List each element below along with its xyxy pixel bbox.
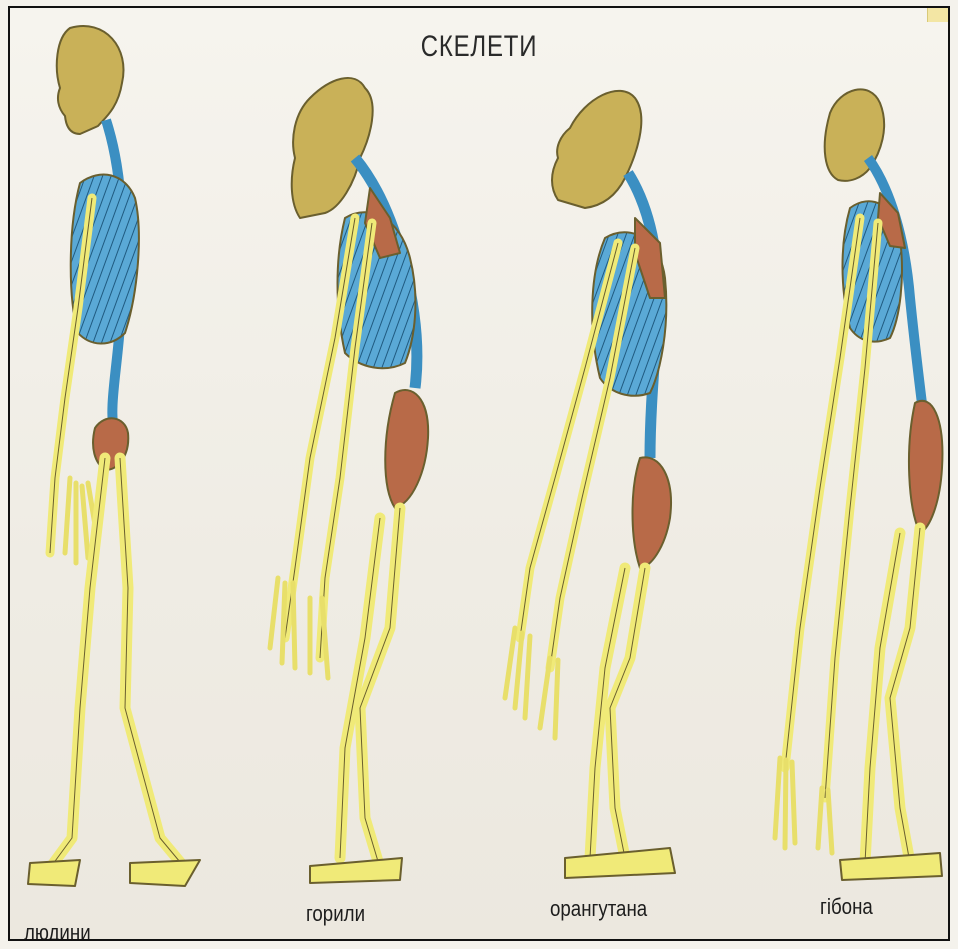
gibbon-skeleton [775,89,942,880]
orangutan-skeleton [505,91,675,878]
label-orangutan: орангутана [550,896,647,922]
gibbon-pelvis [909,401,942,533]
orangutan-skull [552,91,641,208]
gorilla-foot [310,858,402,883]
gorilla-skeleton [270,78,428,883]
orangutan-arm [520,243,618,638]
label-gibbon: гібона [820,894,873,920]
orangutan-pelvis [633,457,671,568]
human-skeleton [28,26,200,886]
label-gorilla: горили [306,901,365,927]
gorilla-skull [292,78,373,218]
human-foot [28,860,200,886]
illustration-frame: СКЕЛЕТИ людини горили орангутана гібона … [8,6,950,941]
gorilla-pelvis [385,390,428,508]
gibbon-foot [840,853,942,880]
bottom-partial-text: моооо [418,933,477,941]
human-leg-front [120,458,185,868]
orangutan-foot [565,848,675,878]
skeletons-drawing [10,8,950,941]
label-human: людини [24,920,91,941]
page-title: СКЕЛЕТИ [104,30,854,64]
